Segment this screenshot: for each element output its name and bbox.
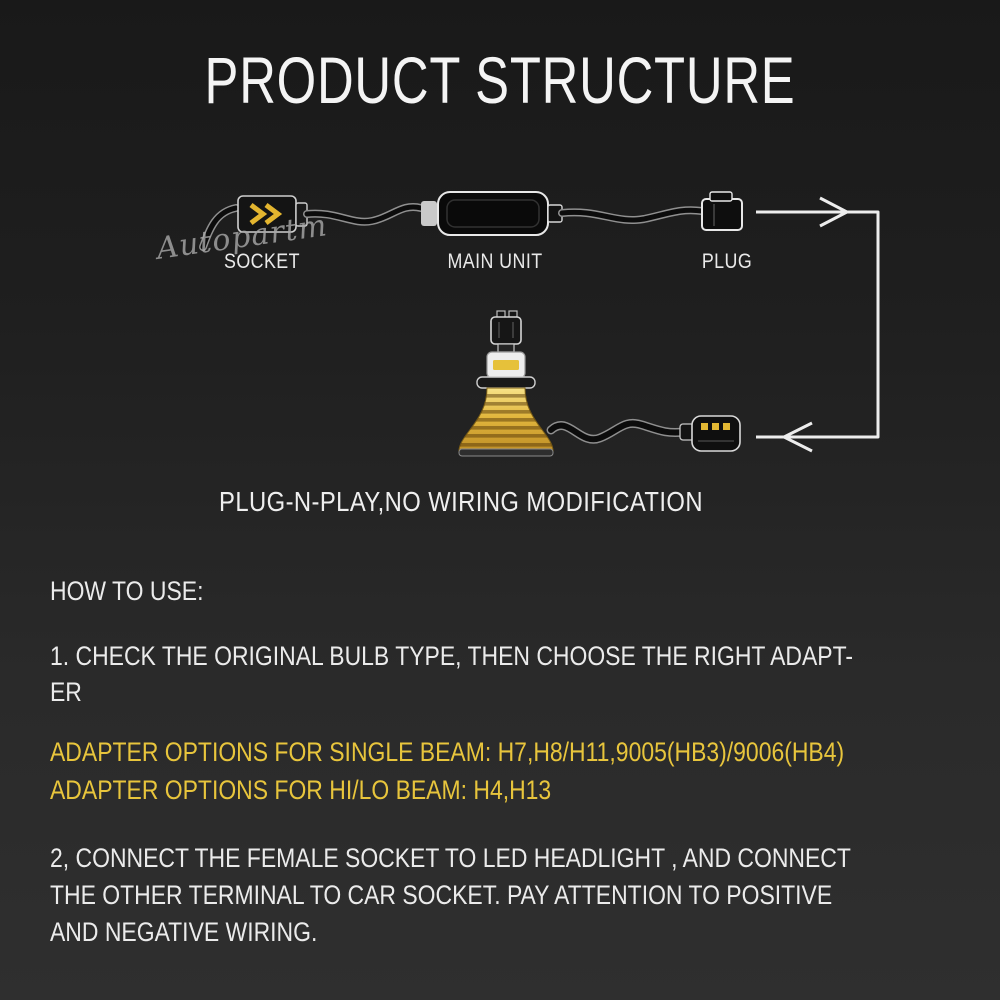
- instruction-line: 1. CHECK THE ORIGINAL BULB TYPE, THEN CH…: [50, 641, 854, 671]
- instruction-step-1: 1. CHECK THE ORIGINAL BULB TYPE, THEN CH…: [50, 638, 853, 710]
- bulb-plug-drawing: [679, 415, 741, 452]
- adapter-options-hilo-beam: ADAPTER OPTIONS FOR HI/LO BEAM: H4,H13: [50, 775, 552, 805]
- instruction-line: AND NEGATIVE WIRING.: [50, 917, 318, 947]
- main-unit-drawing: [437, 191, 563, 236]
- socket-drawing: [199, 195, 308, 251]
- led-chip: [493, 360, 519, 370]
- label-main-unit: MAIN UNIT: [447, 250, 543, 273]
- wire-main-unit-to-plug: [558, 206, 706, 224]
- diagram-caption: PLUG-N-PLAY,NO WIRING MODIFICATION: [219, 486, 703, 517]
- label-plug: PLUG: [701, 250, 753, 273]
- plug-terminal: [723, 423, 730, 430]
- connection-flow-arrow: [756, 196, 880, 453]
- plug-terminal: [712, 423, 719, 430]
- instruction-step-2: 2, CONNECT THE FEMALE SOCKET TO LED HEAD…: [50, 840, 851, 951]
- label-socket: SOCKET: [224, 250, 300, 273]
- adapter-options-single-beam: ADAPTER OPTIONS FOR SINGLE BEAM: H7,H8/H…: [50, 737, 845, 767]
- plug-terminal: [701, 423, 708, 430]
- page-title: PRODUCT STRUCTURE: [204, 43, 796, 117]
- arrow-left-icon: [780, 421, 813, 453]
- instruction-line: ER: [50, 677, 82, 707]
- led-bulb-drawing: [458, 310, 554, 457]
- chevron-right-icon: [249, 203, 268, 225]
- chevron-right-icon: [264, 203, 283, 225]
- plug-drawing: [701, 191, 743, 231]
- instruction-line: 2, CONNECT THE FEMALE SOCKET TO LED HEAD…: [50, 843, 851, 873]
- bulb-cable-drawing: [546, 419, 689, 444]
- wire-socket-to-main-unit: [303, 201, 437, 226]
- how-to-use-heading: HOW TO USE:: [50, 576, 204, 606]
- arrow-right-icon: [819, 196, 851, 228]
- instruction-line: THE OTHER TERMINAL TO CAR SOCKET. PAY AT…: [50, 880, 833, 910]
- adapter-options: ADAPTER OPTIONS FOR SINGLE BEAM: H7,H8/H…: [50, 733, 844, 809]
